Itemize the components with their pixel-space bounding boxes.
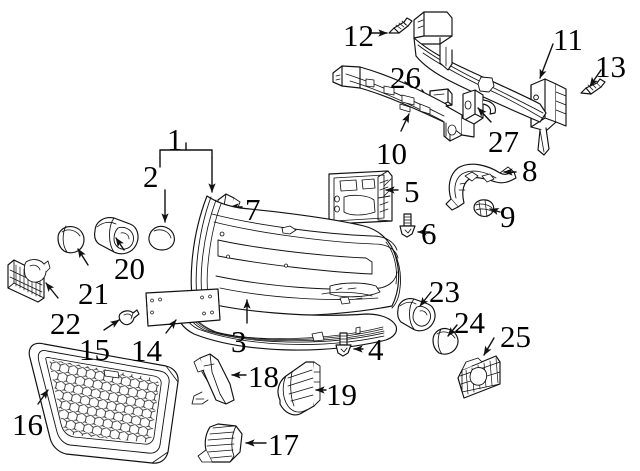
part-retaining-clip	[118, 309, 140, 326]
part-upper-impact-beam	[413, 11, 547, 123]
part-fog-lamp-grille-louver	[197, 423, 243, 463]
part-screw-bracket	[399, 213, 416, 238]
part-lower-impact-bar	[332, 65, 475, 142]
part-fog-lamp-trim-bezel	[277, 361, 321, 416]
callout-6: 6	[421, 216, 437, 251]
callout-4: 4	[368, 332, 384, 367]
callout-1: 1	[167, 122, 183, 157]
part-tow-eye-cap	[148, 225, 175, 251]
part-fog-lamp-mounting-bracket	[191, 353, 235, 405]
callout-18: 18	[248, 359, 279, 394]
callout-bracket-1-2	[159, 142, 216, 223]
part-sensor-cap	[57, 225, 85, 254]
part-parking-sensor	[94, 217, 139, 255]
part-license-plate-bracket	[145, 288, 221, 327]
callout-27: 27	[488, 124, 519, 159]
callout-3: 3	[231, 324, 247, 359]
part-sensor-retainer-bracket	[7, 259, 51, 303]
callout-15: 15	[79, 332, 110, 367]
part-lower-honeycomb-grille	[28, 342, 179, 464]
callout-14: 14	[131, 333, 162, 368]
callout-2: 2	[143, 159, 159, 194]
part-sensor-retainer-bracket-lower	[457, 355, 501, 399]
callout-16: 16	[12, 407, 43, 442]
callout-22: 22	[50, 306, 81, 341]
callout-5: 5	[404, 174, 420, 209]
callout-13: 13	[595, 49, 626, 84]
callout-23: 23	[429, 274, 460, 309]
callout-21: 21	[78, 276, 109, 311]
part-side-bumper-guide-bracket	[445, 163, 517, 211]
callout-10: 10	[376, 136, 407, 171]
part-parking-sensor-lower	[397, 297, 436, 332]
callout-11: 11	[553, 22, 583, 57]
callout-20: 20	[114, 251, 145, 286]
part-front-bumper-cover-assembly	[190, 195, 401, 317]
callout-25: 25	[500, 319, 531, 354]
part-bolt-upper	[388, 17, 413, 34]
callout-17: 17	[268, 427, 299, 462]
callout-9: 9	[500, 199, 516, 234]
part-grommet-nut	[473, 199, 495, 218]
callout-8: 8	[522, 153, 538, 188]
part-screw-lower	[335, 332, 352, 357]
part-headlamp-mounting-bracket	[328, 170, 393, 225]
part-reinforcement-gusset	[462, 89, 497, 127]
callout-26: 26	[390, 60, 421, 95]
callout-24: 24	[454, 305, 485, 340]
callout-19: 19	[326, 377, 357, 412]
callout-7: 7	[245, 192, 261, 227]
callout-12: 12	[343, 18, 374, 53]
